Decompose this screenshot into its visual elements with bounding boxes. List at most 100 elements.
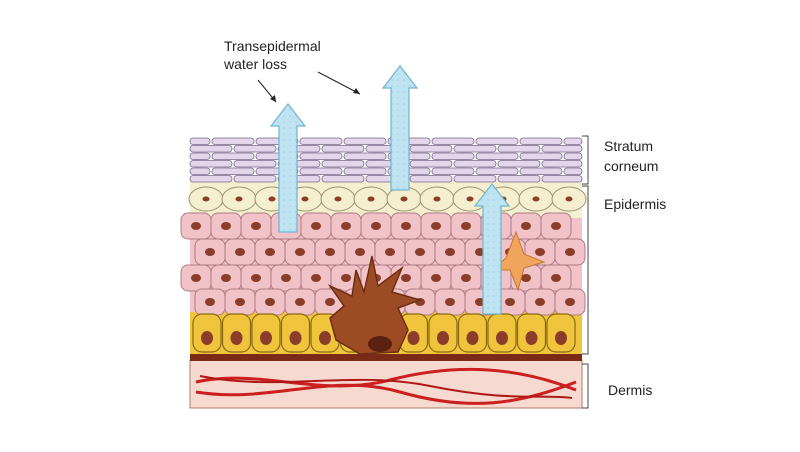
granular-cell: [419, 186, 455, 212]
bracket-epidermis: [582, 185, 589, 355]
corneocyte: [211, 167, 255, 175]
corneocyte: [475, 152, 519, 160]
granular-cell: [320, 186, 356, 212]
spinous-cell: [284, 288, 316, 316]
basal-cell: [516, 313, 547, 353]
corneocyte: [497, 175, 541, 183]
spinous-cell: [194, 288, 226, 316]
corneocyte: [233, 160, 277, 168]
spinous-cell: [540, 264, 572, 292]
spinous-cell: [224, 238, 256, 266]
basement-membrane: [190, 352, 582, 361]
corneocyte: [321, 145, 365, 153]
corneocyte: [409, 145, 453, 153]
corneocyte: [189, 175, 233, 183]
corneocyte: [563, 137, 583, 145]
dendritic-cell-nucleus: [368, 336, 392, 352]
basal-cell: [192, 313, 222, 353]
corneocyte: [453, 145, 497, 153]
spinous-cell: [434, 238, 466, 266]
spinous-cell: [284, 238, 316, 266]
spinous-cell: [420, 212, 452, 240]
corneocyte: [299, 137, 343, 145]
spinous-cell: [390, 212, 422, 240]
corneocyte: [431, 137, 475, 145]
spinous-cell: [210, 212, 242, 240]
dendritic-cell: [327, 255, 423, 355]
spinous-cell: [540, 212, 572, 240]
granular-cell: [188, 186, 224, 212]
label-dermis: Dermis: [608, 382, 653, 398]
spinous-cell: [404, 238, 436, 266]
corneocyte: [431, 167, 475, 175]
granular-cell: [353, 186, 389, 212]
corneocyte: [321, 175, 365, 183]
spinous-cell: [300, 264, 332, 292]
pointer-head-left: [270, 95, 276, 102]
corneocyte: [453, 160, 497, 168]
label-corneum: corneum: [604, 158, 659, 174]
spinous-cell: [194, 238, 226, 266]
corneocyte: [343, 152, 387, 160]
corneocyte: [233, 145, 277, 153]
corneocyte: [189, 152, 211, 160]
dermis-layer: [189, 359, 583, 409]
spinous-cell: [450, 212, 482, 240]
granular-cell: [518, 186, 554, 212]
corneocyte: [475, 167, 519, 175]
spinous-cell: [224, 288, 256, 316]
corneocyte: [541, 160, 583, 168]
corneocyte: [343, 167, 387, 175]
basal-cell: [546, 313, 576, 353]
spinous-cell: [254, 238, 286, 266]
corneocyte: [519, 167, 563, 175]
corneocyte: [189, 137, 211, 145]
spinous-cell: [240, 264, 272, 292]
label-water-loss: water loss: [224, 56, 288, 72]
spinous-cell: [300, 212, 332, 240]
bracket-dermis: [582, 363, 589, 409]
basal-cell: [221, 313, 252, 353]
spinous-cell: [434, 288, 466, 316]
corneocyte: [563, 167, 583, 175]
corneocyte: [211, 152, 255, 160]
spinous-cell: [450, 264, 482, 292]
stratum-corneum-layer: [189, 137, 583, 183]
spinous-cell: [524, 288, 556, 316]
granular-cell: [221, 186, 257, 212]
spinous-cell: [404, 288, 436, 316]
corneocyte: [497, 145, 541, 153]
corneocyte: [409, 175, 453, 183]
corneocyte: [497, 160, 541, 168]
pointer-line-right: [317, 71, 361, 95]
spinous-cell: [240, 212, 272, 240]
spinous-cell: [554, 238, 586, 266]
pointer-head-right: [353, 88, 360, 94]
corneocyte: [343, 137, 387, 145]
corneocyte: [189, 145, 233, 153]
basal-cell: [280, 313, 311, 353]
corneocyte: [233, 175, 277, 183]
spinous-cell: [360, 212, 392, 240]
corneocyte: [211, 137, 255, 145]
corneocyte: [475, 137, 519, 145]
corneocyte: [189, 167, 211, 175]
label-stratum: Stratum: [604, 138, 654, 154]
spinous-cell: [254, 288, 286, 316]
basal-cell: [457, 313, 488, 353]
corneocyte: [431, 152, 475, 160]
basal-cell: [487, 313, 517, 353]
spinous-cell: [344, 238, 376, 266]
corneocyte: [519, 137, 563, 145]
label-transepidermal: Transepidermal: [224, 38, 321, 54]
corneocyte: [299, 167, 343, 175]
granular-cell: [551, 186, 587, 212]
label-epidermis: Epidermis: [604, 196, 667, 212]
spinous-cell: [554, 288, 586, 316]
spinous-cell: [420, 264, 452, 292]
spinous-cell: [180, 264, 212, 292]
basal-cell: [398, 313, 429, 353]
corneocyte: [409, 160, 453, 168]
corneocyte: [299, 152, 343, 160]
